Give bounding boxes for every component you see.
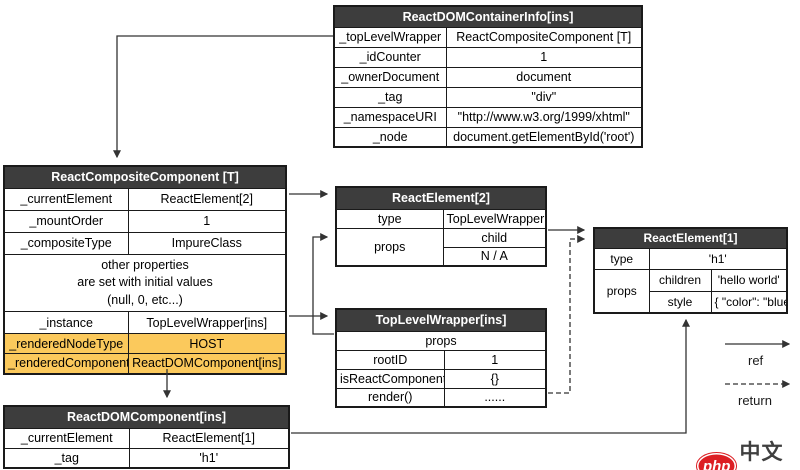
- table-row: type TopLevelWrapper: [335, 208, 547, 229]
- row-value: 'h1': [128, 447, 290, 469]
- row-value: 1: [445, 46, 643, 68]
- table-row: props children 'hello world': [593, 268, 788, 314]
- row-value: ReactCompositeComponent [T]: [445, 26, 643, 48]
- note-line: (null, 0, etc...): [107, 292, 183, 307]
- arrow-toplevelwrapper-to-composite: [113, 35, 333, 159]
- table-row: props: [335, 330, 547, 351]
- table-title: ReactElement[1]: [593, 227, 788, 249]
- table-row: N / A: [336, 246, 547, 267]
- site-name-text: 中文网: [739, 441, 784, 464]
- table-row: _node document.getElementById('root'): [333, 126, 643, 148]
- row-key: isReactComponent: [335, 368, 445, 389]
- arrow-wrapper-props-to-element2-props: [312, 233, 334, 335]
- row-key: _namespaceURI: [333, 106, 447, 128]
- row-value: 1: [127, 209, 287, 233]
- note-line: are set with initial values: [77, 275, 213, 289]
- row-span: props: [335, 330, 547, 351]
- row-value: ReactElement[2]: [127, 187, 287, 211]
- table-row: _currentElement ReactElement[2]: [3, 187, 287, 211]
- row-key: _idCounter: [333, 46, 447, 68]
- highlighted-row: _renderedComponent ReactDOMComponent[ins…: [3, 353, 287, 374]
- row-key: props: [593, 268, 650, 314]
- row-key: _tag: [333, 86, 447, 108]
- row-value: N / A: [442, 246, 547, 267]
- row-value: ReactDOMComponent[ins]: [127, 353, 287, 374]
- table-react-element-2: ReactElement[2] type TopLevelWrapper pro…: [335, 186, 547, 267]
- row-value: TopLevelWrapper[ins]: [127, 311, 287, 334]
- row-key: _compositeType: [3, 231, 129, 255]
- row-value: ReactElement[1]: [128, 427, 290, 449]
- table-row: _ownerDocument document: [333, 66, 643, 88]
- prop-value: { "color": "blue" }: [710, 290, 788, 314]
- row-key: type: [335, 208, 444, 229]
- row-key: _currentElement: [3, 187, 129, 211]
- table-row: isReactComponent {}: [335, 368, 547, 389]
- table-row: _topLevelWrapper ReactCompositeComponent…: [333, 26, 643, 48]
- table-row: _tag 'h1': [3, 447, 290, 469]
- row-value: ......: [443, 387, 547, 408]
- row-value: {}: [443, 368, 547, 389]
- row-key: props: [335, 227, 444, 267]
- row-key: _node: [333, 126, 447, 148]
- row-value: 'h1': [648, 247, 788, 270]
- table-title: ReactCompositeComponent [T]: [3, 165, 287, 189]
- table-react-dom-component: ReactDOMComponent[ins] _currentElement R…: [3, 405, 290, 469]
- row-value: TopLevelWrapper: [442, 208, 547, 229]
- row-key: type: [593, 247, 650, 270]
- row-key: _renderedComponent: [3, 353, 129, 374]
- row-value: 1: [443, 349, 547, 370]
- row-key: _mountOrder: [3, 209, 129, 233]
- table-react-dom-container-info: ReactDOMContainerInfo[ins] _topLevelWrap…: [333, 5, 643, 148]
- table-row: _tag "div": [333, 86, 643, 108]
- row-value: document: [445, 66, 643, 88]
- row-value: "div": [445, 86, 643, 108]
- row-key: _renderedNodeType: [3, 333, 129, 354]
- table-top-level-wrapper: TopLevelWrapper[ins] props rootID 1 isRe…: [335, 308, 547, 408]
- row-key: _ownerDocument: [333, 66, 447, 88]
- legend-return-label: return: [738, 393, 772, 408]
- table-react-element-1: ReactElement[1] type 'h1' props children…: [593, 227, 788, 314]
- row-key: rootID: [335, 349, 445, 370]
- table-row: _instance TopLevelWrapper[ins]: [3, 311, 287, 334]
- table-row: type 'h1': [593, 247, 788, 270]
- table-react-composite-component: ReactCompositeComponent [T] _currentElem…: [3, 165, 287, 375]
- table-row: _idCounter 1: [333, 46, 643, 68]
- table-title: TopLevelWrapper[ins]: [335, 308, 547, 332]
- row-key: _currentElement: [3, 427, 130, 449]
- row-value: HOST: [127, 333, 287, 354]
- table-row: style { "color": "blue" }: [594, 290, 788, 314]
- prop-name: style: [648, 290, 712, 314]
- table-title: ReactElement[2]: [335, 186, 547, 210]
- table-row: render() ......: [335, 387, 547, 408]
- row-value: ImpureClass: [127, 231, 287, 255]
- note-text: other properties are set with initial va…: [3, 253, 287, 312]
- php-logo-badge: php: [697, 453, 737, 470]
- row-key: _tag: [3, 447, 130, 469]
- row-value: child: [442, 227, 547, 248]
- row-value: "http://www.w3.org/1999/xhtml": [445, 106, 643, 128]
- arrow-render-return-element1: [548, 235, 586, 394]
- table-row: _mountOrder 1: [3, 209, 287, 233]
- highlighted-row: _renderedNodeType HOST: [3, 333, 287, 354]
- table-title: ReactDOMComponent[ins]: [3, 405, 290, 429]
- row-value: document.getElementById('root'): [445, 126, 643, 148]
- table-row: _namespaceURI "http://www.w3.org/1999/xh…: [333, 106, 643, 128]
- table-row: _currentElement ReactElement[1]: [3, 427, 290, 449]
- table-row: props child: [335, 227, 547, 267]
- prop-name: children: [648, 268, 712, 292]
- note-row: other properties are set with initial va…: [3, 253, 287, 312]
- watermark-logo: php 中文网: [697, 436, 800, 470]
- row-key: render(): [335, 387, 445, 408]
- table-row: rootID 1: [335, 349, 547, 370]
- row-key: _topLevelWrapper: [333, 26, 447, 48]
- note-line: other properties: [101, 257, 189, 272]
- row-key: _instance: [3, 311, 129, 334]
- legend-ref-label: ref: [748, 353, 764, 368]
- table-row: _compositeType ImpureClass: [3, 231, 287, 255]
- table-title: ReactDOMContainerInfo[ins]: [333, 5, 643, 28]
- prop-value: 'hello world': [710, 268, 788, 292]
